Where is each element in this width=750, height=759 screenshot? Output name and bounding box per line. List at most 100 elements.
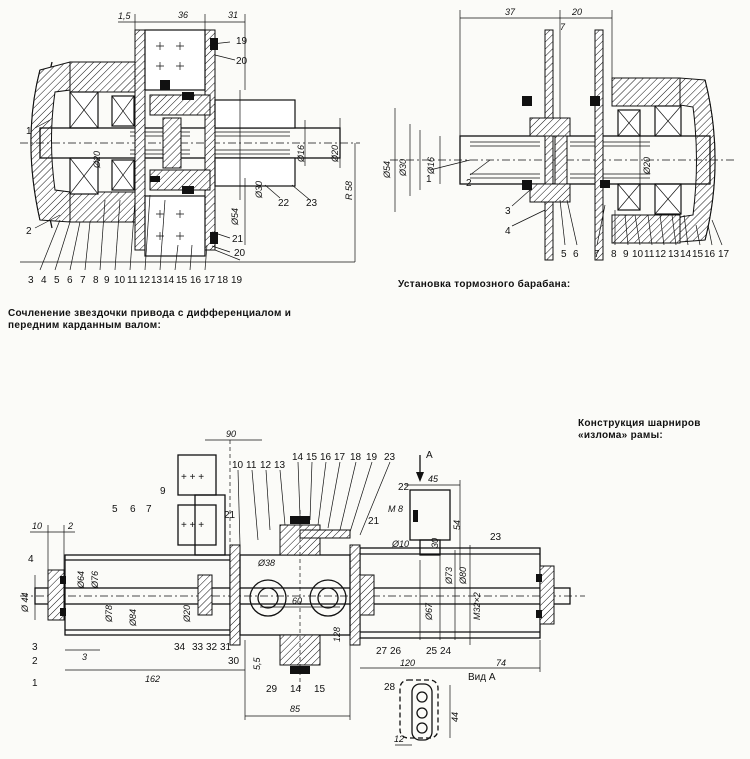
fig3-label-32: 32	[206, 642, 218, 653]
fig3-dim-phi44: Ø 44	[20, 592, 30, 613]
fig3-dim-60: 60	[292, 596, 302, 606]
fig1-label-13: 13	[151, 275, 163, 286]
fig2-label-12: 12	[655, 249, 667, 260]
fig2-dim-37: 37	[505, 7, 516, 17]
fig2-label-16: 16	[704, 249, 716, 260]
fig3-dim-2: 2	[67, 521, 73, 531]
fig3-other-labels: 4 5 6 7 9 21 21 22 23 27 26 25 24 1 2 3 …	[28, 482, 502, 695]
fig1-label-2: 2	[26, 226, 32, 237]
fig3-label-9: 9	[160, 486, 166, 497]
fig2-dim-phi20: Ø20	[642, 157, 652, 175]
fig2-label-1: 1	[426, 174, 432, 185]
fig1-label-23: 23	[306, 198, 318, 209]
svg-text:+ + +: + + +	[181, 472, 204, 483]
fig1-label-8: 8	[93, 275, 99, 286]
fig3-dim-12: 12	[394, 734, 404, 744]
fig1-label-10: 10	[114, 275, 126, 286]
fig2-label-13: 13	[668, 249, 680, 260]
fig1-label-17: 17	[204, 275, 216, 286]
fig3-dim-phi10: Ø10	[391, 539, 409, 549]
fig2-dim-7: 7	[560, 22, 566, 32]
fig3-label-17: 17	[334, 452, 346, 463]
fig3-dim-90: 90	[226, 429, 236, 439]
fig1-label-15: 15	[176, 275, 188, 286]
fig3-dim-128: 128	[332, 627, 342, 642]
caption-fig1: Сочленение звездочки привода с дифференц…	[8, 308, 292, 331]
fig1-label-18: 18	[217, 275, 229, 286]
fig3-label-7: 7	[146, 504, 152, 515]
fig3-dim-162: 162	[145, 674, 160, 684]
fig3-top-labels: 10 11 12 13 14 15 16 17 18 19 23	[232, 452, 396, 471]
fig1-label-5: 5	[54, 275, 60, 286]
fig3-drawing: + + + + + +	[20, 439, 585, 746]
fig3-dim-phi76: Ø76	[90, 571, 100, 589]
fig3-label-11: 11	[246, 460, 257, 471]
fig3-label-5: 5	[112, 504, 118, 515]
fig2-label-11: 11	[644, 249, 655, 260]
fig3-label-33: 33	[192, 642, 204, 653]
fig3-label-6: 6	[130, 504, 136, 515]
fig3-label-13: 13	[274, 460, 286, 471]
fig3-label-12: 12	[260, 460, 272, 471]
fig3-dim-54: 54	[452, 520, 462, 530]
fig3-label-23: 23	[490, 532, 502, 543]
fig1-label-19a: 19	[236, 36, 248, 47]
fig3-dim-phi64: Ø64	[76, 571, 86, 589]
fig1-label-20a: 20	[236, 56, 248, 67]
fig3-label-2: 2	[32, 656, 38, 667]
fig3-label-21a: 21	[224, 510, 236, 521]
fig3-label-15b: 15	[314, 684, 326, 695]
fig3-label-14b: 14	[290, 684, 302, 695]
fig1-label-3: 3	[28, 275, 34, 286]
fig3-label-1: 1	[32, 678, 38, 689]
fig3-dim-phi80: Ø80	[458, 567, 468, 585]
fig1-dim-1-5: 1,5	[118, 11, 132, 21]
fig1-label-22: 22	[278, 198, 290, 209]
fig3-label-24: 24	[440, 646, 452, 657]
fig2-label-2: 2	[466, 178, 472, 189]
fig2-label-7: 7	[594, 249, 600, 260]
fig1-label-4: 4	[41, 275, 47, 286]
fig2-drawing	[390, 10, 735, 261]
fig3-label-15: 15	[306, 452, 318, 463]
fig1-dim-31: 31	[228, 10, 238, 20]
fig3-dim-74: 74	[496, 658, 506, 668]
fig2-label-10: 10	[632, 249, 644, 260]
fig1-dim-phi20b: Ø20	[330, 145, 340, 163]
fig3-dim-45: 45	[428, 474, 439, 484]
fig3-dim-85: 85	[290, 704, 301, 714]
fig3-dim-phi20: Ø20	[182, 605, 192, 623]
fig1-bottom-labels: 3 4 5 6 7 8 9 10 11 12 13 14 15 16 17 18…	[28, 275, 243, 286]
fig2-label-3: 3	[505, 206, 511, 217]
fig3-dim-phi73: Ø73	[444, 567, 454, 585]
fig3-view-a-label: Вид А	[468, 672, 496, 683]
fig2-label-14: 14	[680, 249, 692, 260]
fig3-label-29: 29	[266, 684, 278, 695]
fig1-label-21: 21	[232, 234, 244, 245]
fig3-dim-3: 3	[82, 652, 87, 662]
fig3-dim-m8: M 8	[388, 504, 403, 514]
fig2-dim-phi54: Ø54	[382, 161, 392, 179]
fig3-dim-m32: M32×2	[472, 592, 482, 620]
fig3-label-21b: 21	[368, 516, 380, 527]
fig2-bottom-labels: 5 6 7 8 9 10 11 12 13 14 15 16 17	[561, 249, 730, 260]
fig3-dim-10: 10	[32, 521, 42, 531]
fig1-label-20b: 20	[234, 248, 246, 259]
fig2-dim-20: 20	[571, 7, 582, 17]
fig3-label-19: 19	[366, 452, 378, 463]
fig1-label-12: 12	[139, 275, 151, 286]
fig1-dim-phi30: Ø30	[254, 181, 264, 199]
fig3-dim-phi84: Ø84	[128, 609, 138, 627]
fig3-label-26: 26	[390, 646, 402, 657]
fig3-dim-phi38: Ø38	[257, 558, 275, 568]
caption-fig2: Установка тормозного барабана:	[398, 279, 571, 290]
fig3-dim-5-5: 5,5	[252, 656, 262, 670]
fig3-label-16: 16	[320, 452, 332, 463]
fig2-dim-phi16: Ø16	[426, 157, 436, 175]
fig3-dim-120: 120	[400, 658, 415, 668]
fig3-label-10: 10	[232, 460, 244, 471]
fig3-dim-phi78: Ø78	[104, 605, 114, 623]
fig3-label-31: 31	[220, 642, 232, 653]
